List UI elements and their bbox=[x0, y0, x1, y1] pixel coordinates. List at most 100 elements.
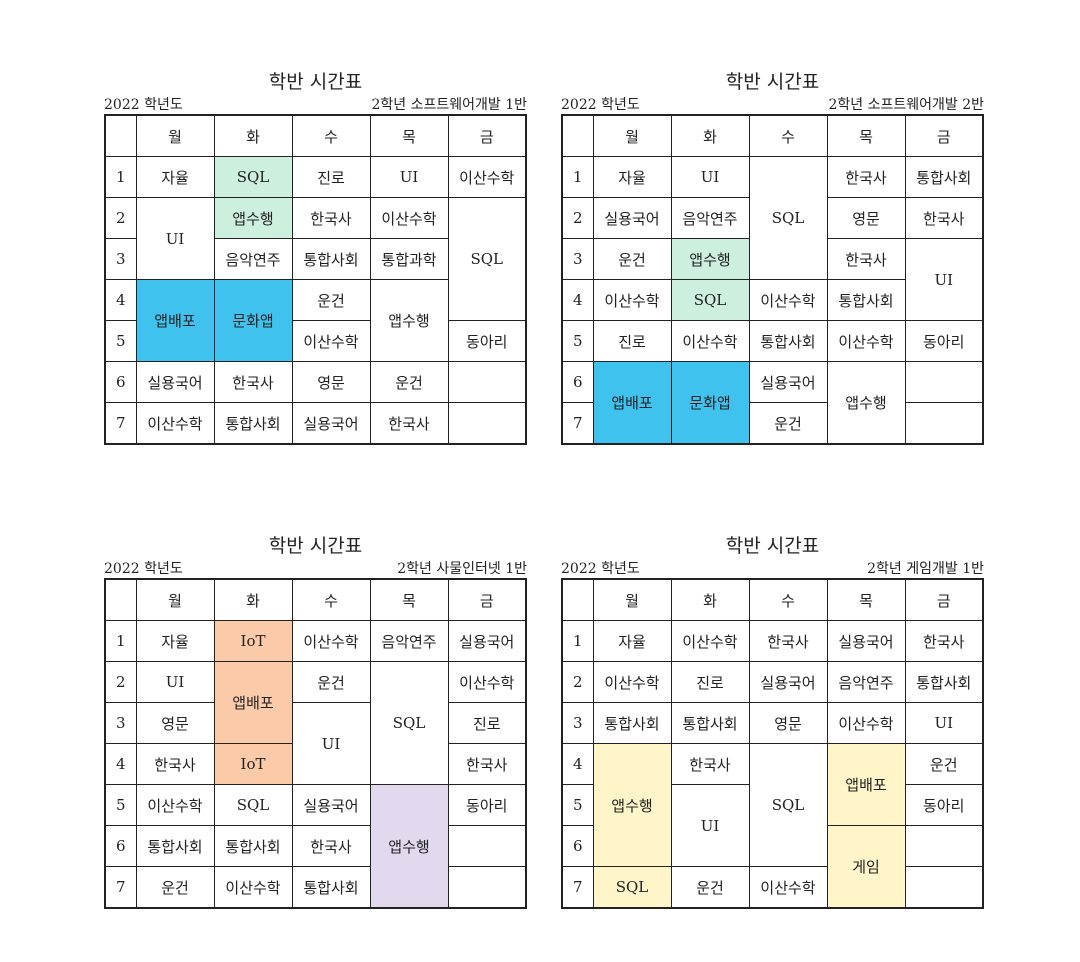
class-cell bbox=[447, 825, 527, 867]
period-number: 6 bbox=[104, 361, 137, 403]
class-cell bbox=[904, 402, 984, 445]
period-number: 4 bbox=[104, 743, 137, 785]
class-cell: UI bbox=[135, 197, 215, 280]
class-cell: 자율 bbox=[592, 156, 672, 198]
class-cell: 앱배포 bbox=[826, 743, 906, 826]
timetable-grid: 월 화 수 목 금 1 자율 IoT 이산수학 음악연주 실용국어 2 UI 앱… bbox=[104, 578, 527, 909]
day-header-fri: 금 bbox=[904, 578, 984, 621]
class-cell: 앱배포 bbox=[592, 361, 672, 445]
class-cell: 영문 bbox=[135, 702, 215, 744]
class-cell: 실용국어 bbox=[748, 361, 828, 403]
period-number: 3 bbox=[561, 702, 594, 744]
timetable-title: 학반 시간표 bbox=[268, 71, 363, 93]
class-cell: 이산수학 bbox=[291, 620, 371, 662]
corner-cell bbox=[104, 578, 137, 621]
period-row: 7 이산수학 통합사회 실용국어 한국사 bbox=[104, 402, 527, 445]
corner-cell bbox=[561, 114, 594, 157]
day-header-tue: 화 bbox=[670, 578, 750, 621]
period-number: 1 bbox=[561, 620, 594, 662]
class-cell: 앱배포 bbox=[213, 661, 293, 744]
period-number: 5 bbox=[561, 320, 594, 362]
header-row: 월 화 수 목 금 bbox=[104, 578, 527, 621]
class-cell: 실용국어 bbox=[748, 661, 828, 703]
class-cell: 실용국어 bbox=[826, 620, 906, 662]
period-number: 4 bbox=[561, 279, 594, 321]
class-cell: 이산수학 bbox=[670, 620, 750, 662]
timetable-title: 학반 시간표 bbox=[725, 535, 820, 557]
period-number: 5 bbox=[104, 320, 137, 362]
corner-cell bbox=[104, 114, 137, 157]
class-cell: IoT bbox=[213, 620, 293, 662]
class-cell: 동아리 bbox=[447, 784, 527, 826]
class-cell: 운건 bbox=[904, 743, 984, 785]
day-header-mon: 월 bbox=[592, 114, 672, 157]
class-cell: 앱배포 bbox=[135, 279, 215, 362]
class-cell: 한국사 bbox=[291, 825, 371, 867]
class-cell: 운건 bbox=[670, 866, 750, 909]
class-cell: SQL bbox=[213, 156, 293, 198]
class-cell: SQL bbox=[748, 156, 828, 280]
timetable-subheader: 2022 학년도 2학년 사물인터넷 1반 bbox=[104, 560, 527, 578]
class-cell: 한국사 bbox=[447, 743, 527, 785]
class-cell: 이산수학 bbox=[447, 661, 527, 703]
period-row: 2 실용국어 음악연주 영문 한국사 bbox=[561, 197, 984, 239]
class-cell: 운건 bbox=[748, 402, 828, 445]
class-cell: 한국사 bbox=[904, 197, 984, 239]
class-cell: 통합사회 bbox=[670, 702, 750, 744]
period-row: 3 영문 UI 진로 bbox=[104, 702, 527, 785]
class-cell: 한국사 bbox=[369, 402, 449, 445]
class-cell: 음악연주 bbox=[670, 197, 750, 239]
period-row: 1 자율 UI SQL 한국사 통합사회 bbox=[561, 156, 984, 280]
class-cell: 한국사 bbox=[826, 238, 906, 280]
period-row: 5 이산수학 동아리 bbox=[104, 320, 527, 362]
timetable-subheader: 2022 학년도 2학년 소프트웨어개발 1반 bbox=[104, 96, 527, 114]
period-row: 7 SQL 운건 이산수학 bbox=[561, 866, 984, 909]
class-name: 2학년 게임개발 1반 bbox=[867, 561, 984, 577]
class-cell: 한국사 bbox=[826, 156, 906, 198]
school-year: 2022 학년도 bbox=[104, 561, 183, 577]
period-row: 6 게임 bbox=[561, 825, 984, 909]
day-header-thu: 목 bbox=[826, 114, 906, 157]
period-number: 2 bbox=[561, 661, 594, 703]
period-number: 4 bbox=[104, 279, 137, 321]
class-cell: 실용국어 bbox=[291, 784, 371, 826]
day-header-wed: 수 bbox=[748, 114, 828, 157]
class-cell: 한국사 bbox=[748, 620, 828, 662]
class-cell: 실용국어 bbox=[447, 620, 527, 662]
period-row: 4 이산수학 SQL 이산수학 통합사회 bbox=[561, 279, 983, 321]
period-row: 5 이산수학 SQL 실용국어 앱수행 동아리 bbox=[104, 784, 527, 909]
header-row: 월 화 수 목 금 bbox=[104, 114, 527, 157]
period-number: 4 bbox=[561, 743, 594, 785]
period-number: 1 bbox=[104, 156, 137, 198]
class-cell: 통합사회 bbox=[904, 661, 984, 703]
class-cell: 영문 bbox=[826, 197, 906, 239]
period-row: 1 자율 이산수학 한국사 실용국어 한국사 bbox=[561, 620, 984, 662]
class-cell: 실용국어 bbox=[291, 402, 371, 445]
day-header-tue: 화 bbox=[213, 578, 293, 621]
period-number: 6 bbox=[104, 825, 137, 867]
period-number: 1 bbox=[561, 156, 594, 198]
period-number: 2 bbox=[104, 197, 137, 239]
period-row: 4 한국사 IoT 한국사 bbox=[104, 743, 527, 785]
class-cell: UI bbox=[135, 661, 215, 703]
class-cell: 앱수행 bbox=[670, 238, 750, 280]
class-cell: 음악연주 bbox=[213, 238, 293, 280]
class-cell: 앱수행 bbox=[213, 197, 293, 239]
class-cell: 이산수학 bbox=[291, 320, 371, 362]
class-cell: 통합사회 bbox=[592, 702, 672, 744]
class-cell: SQL bbox=[748, 743, 828, 867]
header-row: 월 화 수 목 금 bbox=[561, 114, 984, 157]
day-header-tue: 화 bbox=[213, 114, 293, 157]
class-cell: 자율 bbox=[135, 620, 215, 662]
period-row: 2 UI 앱배포 운건 SQL 이산수학 bbox=[104, 661, 527, 785]
class-cell: SQL bbox=[213, 784, 293, 826]
class-cell: 이산수학 bbox=[213, 866, 293, 909]
period-number: 6 bbox=[561, 361, 594, 403]
class-cell: SQL bbox=[670, 279, 750, 321]
class-cell: 이산수학 bbox=[748, 279, 828, 321]
class-cell: SQL bbox=[592, 866, 672, 909]
header-row: 월 화 수 목 금 bbox=[561, 578, 984, 621]
class-cell: 통합사회 bbox=[213, 825, 293, 867]
class-name: 2학년 소프트웨어개발 2반 bbox=[828, 97, 984, 113]
class-cell: 음악연주 bbox=[826, 661, 906, 703]
